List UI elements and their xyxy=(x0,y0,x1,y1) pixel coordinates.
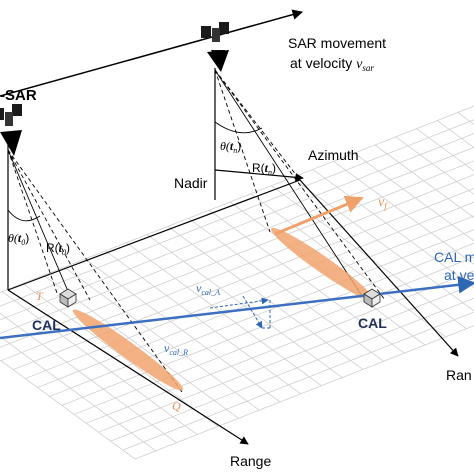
range-right-label: Ran xyxy=(446,367,472,383)
grid-line xyxy=(122,311,474,451)
cal-velocity-track xyxy=(0,276,474,340)
r-t0-label: R(t0) xyxy=(46,241,70,257)
r-tn-label: R(tn) xyxy=(252,161,276,177)
satellite-icon xyxy=(201,22,229,72)
sar-velocity-label: at velocity vsar xyxy=(290,55,374,73)
grid-line xyxy=(0,105,474,293)
calibrator-box-icon xyxy=(363,288,381,308)
azimuth-label: Azimuth xyxy=(308,147,359,163)
cal-moving-label-2: at velo xyxy=(444,267,474,283)
grid-line xyxy=(134,325,474,460)
v-cal-r-label: vcal_R xyxy=(164,341,188,357)
sar-flight-path xyxy=(0,9,304,97)
grid-line xyxy=(312,169,474,289)
footprint-left xyxy=(72,309,184,391)
beam-right xyxy=(214,69,386,301)
vf-arrow xyxy=(274,195,364,236)
vf-label: vf xyxy=(378,195,388,211)
ground-azimuth-axis xyxy=(7,179,301,291)
point-q-label: Q xyxy=(172,399,181,413)
sar-left-label: -SAR xyxy=(0,87,37,104)
grid-line xyxy=(416,128,474,172)
grid-line xyxy=(0,146,474,335)
grid-line xyxy=(12,188,474,370)
grid-line xyxy=(436,120,474,149)
beam-left xyxy=(7,149,183,393)
footprint-right xyxy=(271,227,373,301)
sar-movement-label: SAR movement xyxy=(288,35,386,51)
calibrator-box-icon xyxy=(59,288,77,308)
nadir-label: Nadir xyxy=(174,175,208,191)
range-axis-right xyxy=(299,179,459,357)
grid-line xyxy=(110,297,474,442)
grid-line xyxy=(37,215,474,388)
grid-line xyxy=(86,270,474,424)
theta-t0-label: θ(t0) xyxy=(8,231,29,247)
v-cal-r-arrow xyxy=(242,295,263,329)
theta-tn-label: θ(tn) xyxy=(220,139,241,155)
v-cal-a-label: vcal_A xyxy=(196,281,220,297)
range-axis-left xyxy=(7,289,249,445)
satellite-icon xyxy=(0,104,22,156)
azimuth-arrow xyxy=(214,169,304,182)
cal-left-label: CAL xyxy=(32,317,61,333)
grid-line xyxy=(98,284,474,433)
cal-right-label: CAL xyxy=(358,315,387,331)
cal-moving-label-1: CAL m xyxy=(434,249,474,265)
range-bottom-label: Range xyxy=(230,453,271,469)
grid-line xyxy=(395,136,474,195)
grid-line xyxy=(0,119,474,307)
point-t-label: T xyxy=(36,289,44,303)
